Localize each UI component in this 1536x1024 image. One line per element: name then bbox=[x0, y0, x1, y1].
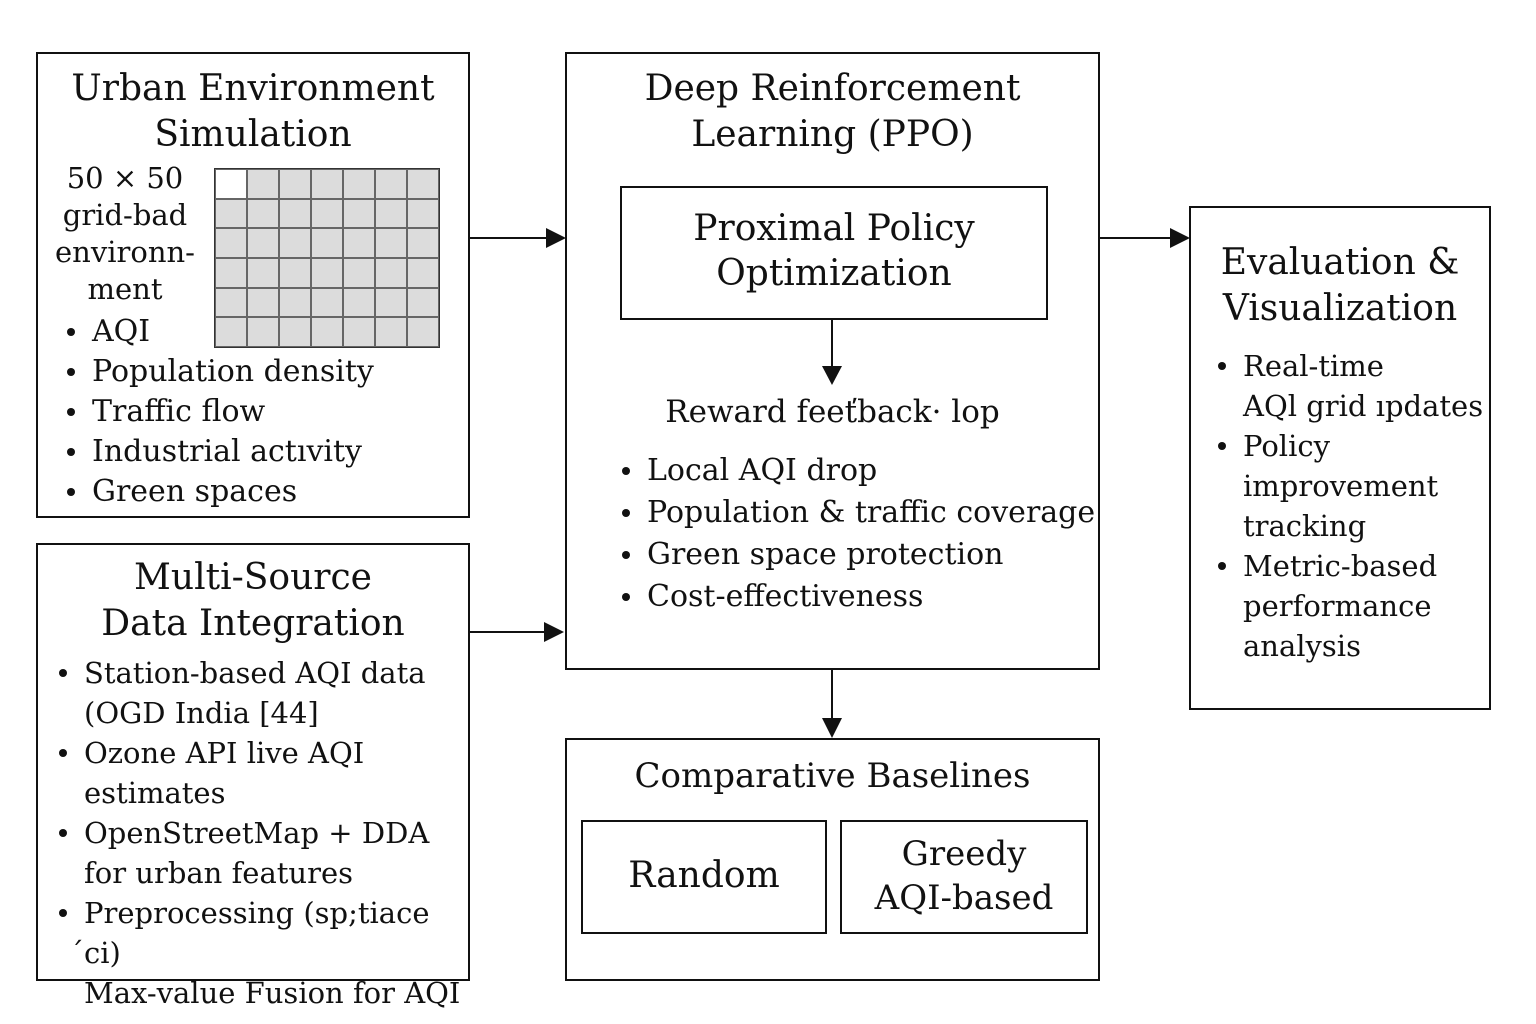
grid-cell bbox=[247, 169, 279, 199]
grid-cell bbox=[375, 287, 407, 318]
bullet-item: Traffic flow bbox=[62, 392, 374, 432]
grid-cell bbox=[311, 317, 343, 347]
grid-cell bbox=[215, 287, 247, 318]
ppo-label: Proximal Policy Optimization bbox=[693, 208, 975, 294]
grid-cell bbox=[247, 287, 279, 318]
urban-simulation-title: Urban Environment Simulation bbox=[71, 68, 435, 155]
random-baseline-box: Random bbox=[581, 820, 827, 934]
grid-cell bbox=[375, 228, 407, 258]
grid-cell bbox=[311, 169, 343, 199]
grid-cell bbox=[375, 317, 407, 347]
grid-description: 50 × 50 grid-bad environn- ment bbox=[55, 161, 195, 306]
bullet-item: Green spaces bbox=[62, 472, 374, 512]
grid-cell bbox=[215, 257, 247, 288]
bullet-item: Cost-effectiveness bbox=[617, 576, 1095, 618]
grid-cell bbox=[279, 287, 311, 318]
baselines-title: Comparative Baselines bbox=[634, 756, 1031, 796]
grid-cell bbox=[311, 228, 343, 258]
grid-cell bbox=[375, 257, 407, 288]
grid-cell bbox=[311, 198, 343, 229]
grid-cell bbox=[215, 317, 247, 347]
grid-cell bbox=[279, 198, 311, 229]
evaluation-box: Evaluation & Visualization Real-time AQl… bbox=[1189, 206, 1491, 710]
grid-cell bbox=[215, 198, 247, 229]
grid-cell bbox=[247, 198, 279, 229]
bullet-item: Local AQI drop bbox=[617, 450, 1095, 492]
bullet-item: AQI bbox=[62, 312, 374, 352]
bullet-item: Preprocessing (sp;tiace ́ci) Max-value F… bbox=[54, 893, 468, 1013]
bullet-item: Population & traffic coverage bbox=[617, 492, 1095, 534]
bullet-item: Metric-based performance analysis bbox=[1213, 546, 1483, 666]
grid-cell bbox=[279, 169, 311, 199]
grid-cell bbox=[247, 228, 279, 258]
grid-cell bbox=[215, 169, 247, 199]
grid-cell bbox=[279, 317, 311, 347]
reward-bullet-list: Local AQI drop Population & traffic cove… bbox=[617, 450, 1095, 618]
grid-cell bbox=[407, 228, 439, 258]
grid-cell bbox=[343, 198, 375, 229]
urban-simulation-box: Urban Environment Simulation 50 × 50 gri… bbox=[36, 52, 470, 518]
grid-cell bbox=[407, 169, 439, 199]
grid-cell bbox=[215, 228, 247, 258]
grid-cell bbox=[407, 198, 439, 229]
multi-source-title: Multi-Source Data Integration bbox=[101, 557, 405, 644]
grid-cell bbox=[343, 169, 375, 199]
reward-loop-title: Reward feeťback· lop bbox=[665, 394, 1000, 430]
grid-illustration bbox=[214, 168, 440, 348]
grid-cell bbox=[247, 257, 279, 288]
drl-title: Deep Reinforcement Learning (PPO) bbox=[644, 68, 1021, 155]
random-label: Random bbox=[628, 855, 780, 896]
grid-cell bbox=[279, 257, 311, 288]
bullet-item: Policy improvement tracking bbox=[1213, 426, 1483, 546]
bullet-item: OpenStreetMap + DDA for urban features bbox=[54, 813, 468, 893]
grid-cell bbox=[343, 257, 375, 288]
arrow-urban-to-drl bbox=[470, 228, 566, 248]
multi-source-bullet-list: Station-based AQI data (OGD India [44] O… bbox=[54, 653, 468, 1013]
multi-source-box: Multi-Source Data Integration Station-ba… bbox=[36, 543, 470, 1010]
bullet-item: Real-time AQl grid ıpdates bbox=[1213, 346, 1483, 426]
grid-cell bbox=[311, 287, 343, 318]
grid-cell bbox=[407, 317, 439, 347]
grid-cell bbox=[343, 228, 375, 258]
bullet-item: Industrial actıvity bbox=[62, 432, 374, 472]
evaluation-title: Evaluation & Visualization bbox=[1220, 242, 1460, 329]
grid-cell bbox=[343, 287, 375, 318]
urban-bullet-list: AQI Population density Traffic flow Indu… bbox=[62, 312, 374, 512]
grid-cell bbox=[311, 257, 343, 288]
greedy-label: Greedy AQI-based bbox=[874, 834, 1054, 918]
arrow-drl-to-baselines bbox=[822, 670, 842, 738]
grid-cell bbox=[343, 317, 375, 347]
grid-cell bbox=[375, 169, 407, 199]
bullet-item: Station-based AQI data (OGD India [44] bbox=[54, 653, 468, 733]
grid-cell bbox=[375, 198, 407, 229]
arrow-multi-to-drl bbox=[470, 622, 564, 642]
ppo-box: Proximal Policy Optimization bbox=[620, 186, 1048, 320]
bullet-item: Ozone API live AQI estimates bbox=[54, 733, 468, 813]
arrow-drl-to-evaluation bbox=[1100, 228, 1190, 248]
greedy-baseline-box: Greedy AQI-based bbox=[840, 820, 1088, 934]
grid-cell bbox=[247, 317, 279, 347]
grid-cell bbox=[407, 257, 439, 288]
baselines-box: Comparative Baselines Random Greedy AQI-… bbox=[565, 738, 1100, 981]
drl-box: Deep Reinforcement Learning (PPO) Proxim… bbox=[565, 52, 1100, 670]
grid-cell bbox=[407, 287, 439, 318]
grid-cell bbox=[279, 228, 311, 258]
bullet-item: Green space protection bbox=[617, 534, 1095, 576]
evaluation-bullet-list: Real-time AQl grid ıpdates Policy improv… bbox=[1213, 346, 1483, 666]
bullet-item: Population density bbox=[62, 352, 374, 392]
